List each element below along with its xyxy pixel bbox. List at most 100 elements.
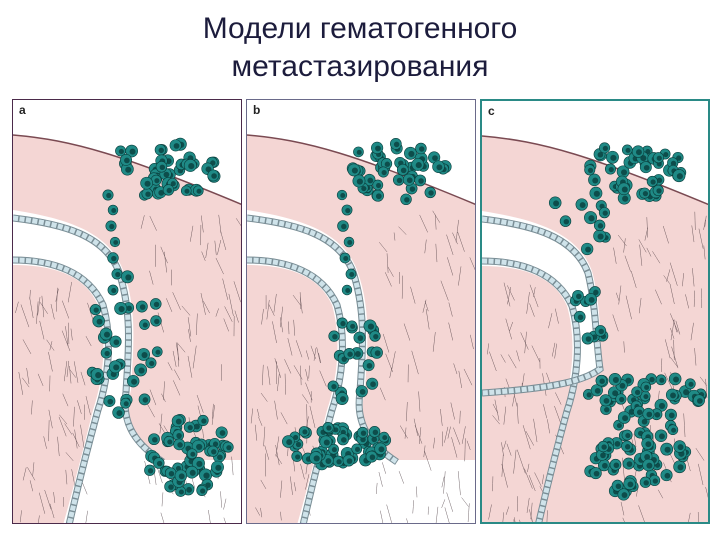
cell-nucleus bbox=[141, 352, 148, 359]
cell-nucleus bbox=[349, 271, 355, 278]
cell-nucleus bbox=[602, 145, 608, 152]
cell-nucleus bbox=[129, 148, 136, 155]
cell-nucleus bbox=[646, 411, 653, 418]
cell-nucleus bbox=[345, 288, 351, 293]
cell-nucleus bbox=[406, 177, 413, 184]
cell-nucleus bbox=[367, 177, 374, 184]
cell-nucleus bbox=[113, 364, 120, 371]
cell-nucleus bbox=[354, 446, 361, 452]
cell-nucleus bbox=[170, 181, 176, 187]
extravasated-cluster-upper bbox=[582, 372, 707, 421]
cell-nucleus bbox=[196, 443, 203, 451]
cell-nucleus bbox=[359, 388, 366, 395]
panel-b: b bbox=[246, 99, 476, 524]
cell-nucleus bbox=[178, 489, 184, 495]
cell-nucleus bbox=[563, 218, 570, 225]
cell-nucleus bbox=[118, 148, 124, 155]
cell-nucleus bbox=[664, 472, 671, 479]
cell-nucleus bbox=[376, 182, 382, 189]
cell-nucleus bbox=[396, 177, 403, 184]
intravascular-colony bbox=[282, 421, 392, 471]
cell-nucleus bbox=[643, 480, 649, 486]
cell-nucleus bbox=[428, 190, 434, 196]
cell-nucleus bbox=[203, 472, 210, 479]
cell-nucleus bbox=[673, 376, 680, 383]
cell-nucleus bbox=[95, 372, 102, 379]
cell-nucleus bbox=[200, 488, 206, 494]
cell-nucleus bbox=[649, 376, 655, 383]
cell-nucleus bbox=[341, 437, 347, 443]
cell-nucleus bbox=[293, 434, 299, 440]
cell-nucleus bbox=[621, 186, 628, 193]
cell-nucleus bbox=[616, 423, 622, 429]
cell-nucleus bbox=[340, 193, 346, 198]
cell-nucleus bbox=[656, 188, 662, 194]
cell-nucleus bbox=[419, 146, 425, 152]
cell-nucleus bbox=[585, 246, 591, 253]
cell-nucleus bbox=[613, 462, 620, 469]
cell-nucleus bbox=[184, 188, 190, 194]
cell-nucleus bbox=[634, 389, 641, 396]
cell-nucleus bbox=[688, 381, 694, 387]
cell-nucleus bbox=[587, 167, 594, 173]
cell-nucleus bbox=[345, 207, 351, 214]
cell-nucleus bbox=[602, 210, 608, 216]
cell-nucleus bbox=[619, 396, 625, 403]
cell-nucleus bbox=[620, 169, 628, 176]
cell-nucleus bbox=[668, 412, 675, 419]
cell-nucleus bbox=[625, 147, 631, 153]
endothelial-cells bbox=[482, 216, 603, 396]
cell-nucleus bbox=[640, 155, 647, 162]
cell-nucleus bbox=[189, 469, 196, 476]
inner-tissue bbox=[482, 266, 573, 522]
cell-nucleus bbox=[109, 223, 115, 230]
cell-nucleus bbox=[147, 468, 154, 474]
cell-nucleus bbox=[643, 394, 649, 400]
endothelial-cells bbox=[13, 257, 111, 523]
cell-nucleus bbox=[323, 439, 330, 446]
cell-nucleus bbox=[177, 442, 183, 448]
cell-nucleus bbox=[104, 350, 110, 357]
cell-nucleus bbox=[333, 427, 339, 433]
cell-nucleus bbox=[643, 164, 650, 171]
cell-nucleus bbox=[597, 233, 604, 240]
panel-a: a bbox=[12, 99, 242, 524]
cell-nucleus bbox=[196, 188, 202, 194]
cell-nucleus bbox=[586, 392, 592, 398]
panel-a-illustration bbox=[13, 100, 241, 523]
cell-nucleus bbox=[111, 287, 117, 294]
invading-cell-chain bbox=[336, 189, 357, 296]
cell-nucleus bbox=[597, 151, 604, 158]
cell-nucleus bbox=[351, 167, 358, 174]
cell-nucleus bbox=[600, 452, 606, 459]
cell-nucleus bbox=[163, 171, 170, 178]
cell-nucleus bbox=[577, 314, 584, 321]
cell-nucleus bbox=[659, 377, 665, 383]
cell-nucleus bbox=[356, 149, 362, 155]
cell-nucleus bbox=[142, 322, 148, 328]
cell-nucleus bbox=[212, 441, 219, 447]
cell-nucleus bbox=[415, 162, 422, 169]
cell-nucleus bbox=[106, 192, 112, 199]
cell-nucleus bbox=[393, 141, 400, 148]
cell-nucleus bbox=[664, 446, 671, 453]
cell-nucleus bbox=[211, 449, 217, 455]
cell-nucleus bbox=[654, 412, 661, 418]
cell-nucleus bbox=[599, 378, 605, 384]
cell-nucleus bbox=[604, 407, 610, 413]
cell-nucleus bbox=[369, 454, 376, 461]
invading-cell-chain bbox=[102, 189, 123, 296]
cell-nucleus bbox=[670, 392, 676, 399]
cell-nucleus bbox=[671, 427, 677, 433]
cell-nucleus bbox=[593, 190, 600, 197]
cell-nucleus bbox=[347, 240, 353, 245]
cell-nucleus bbox=[626, 461, 633, 467]
cell-nucleus bbox=[149, 360, 155, 367]
cell-nucleus bbox=[123, 401, 129, 407]
cell-nucleus bbox=[656, 177, 663, 184]
panel-c-illustration bbox=[482, 101, 708, 522]
cell-nucleus bbox=[339, 396, 347, 403]
cell-nucleus bbox=[624, 444, 631, 450]
cell-nucleus bbox=[588, 215, 595, 222]
cell-nucleus bbox=[343, 255, 349, 262]
